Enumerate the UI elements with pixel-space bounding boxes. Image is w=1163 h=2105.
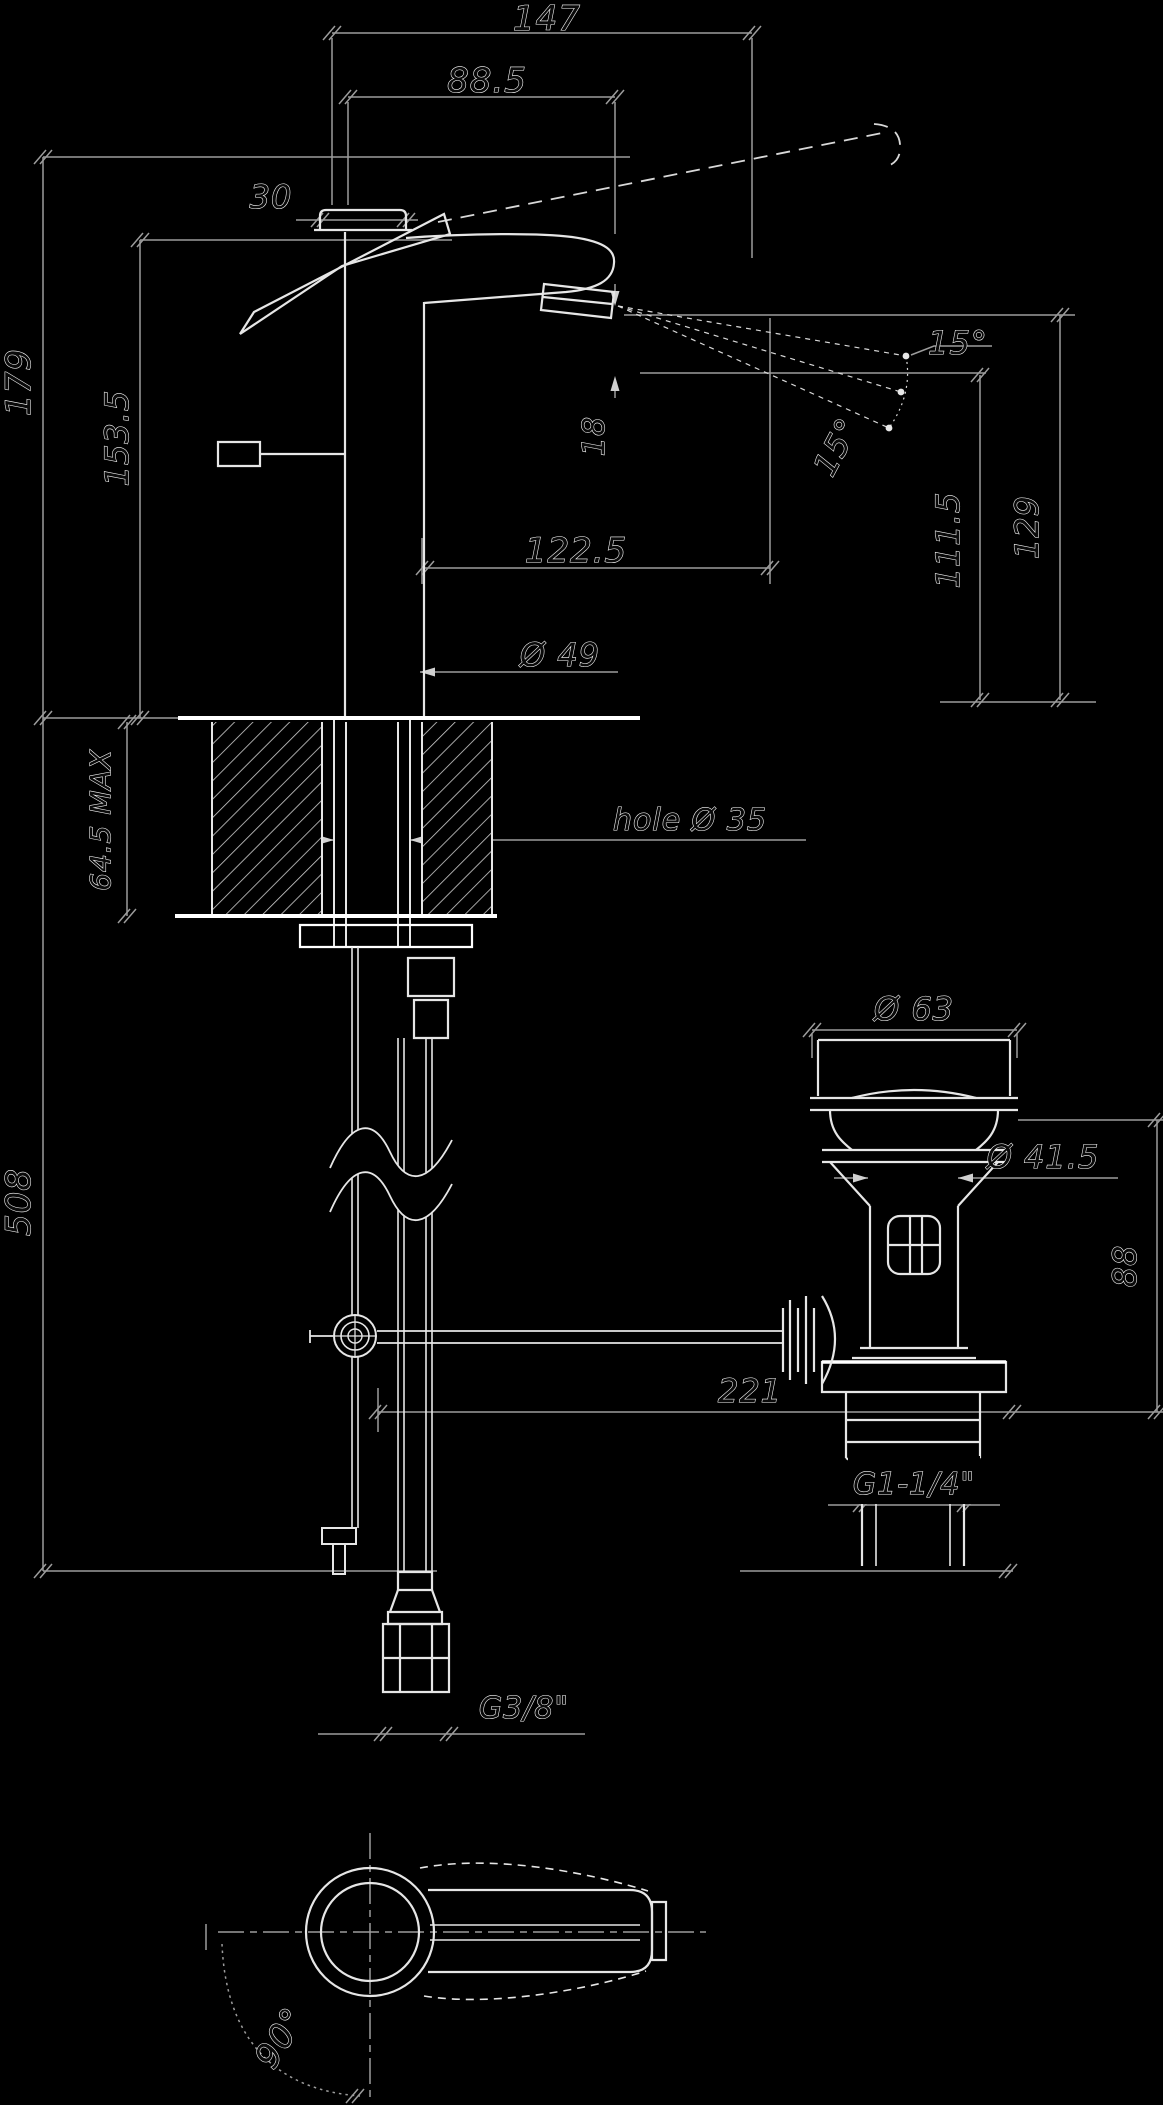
handle-plan-view bbox=[304, 1862, 668, 2001]
dim-153-5-label: 153.5 bbox=[98, 390, 136, 487]
countertop-hatch-left bbox=[212, 722, 322, 916]
dim-88-label: 88 bbox=[1106, 1245, 1144, 1288]
spout bbox=[405, 233, 616, 305]
dim-111-5-label: 111.5 bbox=[929, 492, 967, 589]
popup-waste-assembly bbox=[781, 1038, 1018, 1566]
countertop-section bbox=[175, 716, 640, 947]
dim-dia63-label: Ø 63 bbox=[872, 990, 954, 1028]
faucet-side-view bbox=[216, 208, 616, 716]
dimension-labels: 147 88.5 30 179 153.5 122.5 Ø 49 18 15° … bbox=[0, 0, 1145, 2076]
dim-18-label: 18 bbox=[577, 416, 612, 456]
thread-g1-14-label: G1-1/4" bbox=[853, 1467, 975, 1502]
dim-88-5-label: 88.5 bbox=[447, 61, 527, 101]
pipe-break-symbol bbox=[329, 1127, 453, 1222]
dim-30-label: 30 bbox=[250, 178, 293, 216]
hole-dia35-label: hole Ø 35 bbox=[613, 803, 767, 838]
dim-179-label: 179 bbox=[0, 348, 39, 416]
angle-reference-dots bbox=[885, 352, 910, 432]
dim-64-5-max-label: 64.5 MAX bbox=[84, 749, 117, 891]
thread-g3-8-label: G3/8" bbox=[479, 1691, 569, 1726]
dim-129-label: 129 bbox=[1008, 495, 1046, 559]
dim-221-label: 221 bbox=[718, 1372, 782, 1410]
aerator bbox=[539, 282, 616, 320]
dimension-lines-layer bbox=[33, 25, 1163, 2104]
countertop-hatch-right bbox=[422, 722, 492, 916]
dim-dia41-5-label: Ø 41.5 bbox=[985, 1138, 1100, 1176]
mounting-nut bbox=[298, 923, 474, 949]
dim-dia49-label: Ø 49 bbox=[518, 636, 600, 674]
popup-linkage bbox=[309, 1314, 783, 1575]
supply-hose-fitting bbox=[381, 1570, 451, 1694]
handle-lever bbox=[239, 212, 452, 335]
ghost-position-lines bbox=[437, 123, 909, 429]
angle-15-top-label: 15° bbox=[928, 324, 988, 362]
dim-508-label: 508 bbox=[0, 1168, 39, 1236]
dim-122-5-label: 122.5 bbox=[525, 531, 627, 571]
label-backing bbox=[848, 1456, 980, 1504]
under-counter-assembly bbox=[298, 923, 474, 1572]
dim-147-label: 147 bbox=[513, 0, 581, 39]
